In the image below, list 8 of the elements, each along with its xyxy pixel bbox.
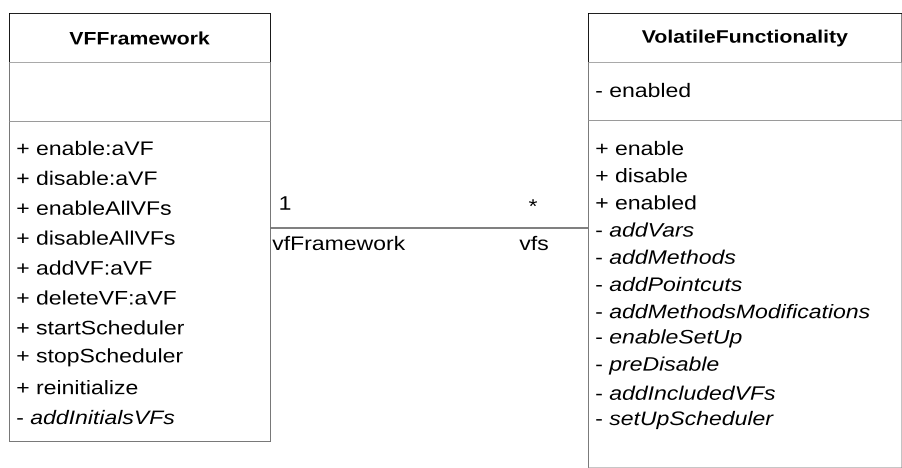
- compartment: [9, 62, 271, 122]
- compartment: - enabled: [588, 62, 902, 121]
- multiplicity-label: 1: [280, 196, 290, 210]
- compartment: + enable + disable + enabled - addVars - addMethods - addPointcuts - addMethodsModifications - enableSetUp - preDisable - addIncludedVFs - setUpScheduler: [588, 120, 902, 468]
- multiplicity-label: *: [528, 199, 538, 206]
- multiplicity-label: vfs: [519, 236, 548, 250]
- compartment: + enable:aVF + disable:aVF + enableAllVFs + disableAllVFs + addVF:aVF + deleteVF:aVF + startScheduler + stopScheduler + reinitialize - addInitialsVFs: [9, 121, 271, 442]
- multiplicity-label: vfFramework: [272, 236, 406, 250]
